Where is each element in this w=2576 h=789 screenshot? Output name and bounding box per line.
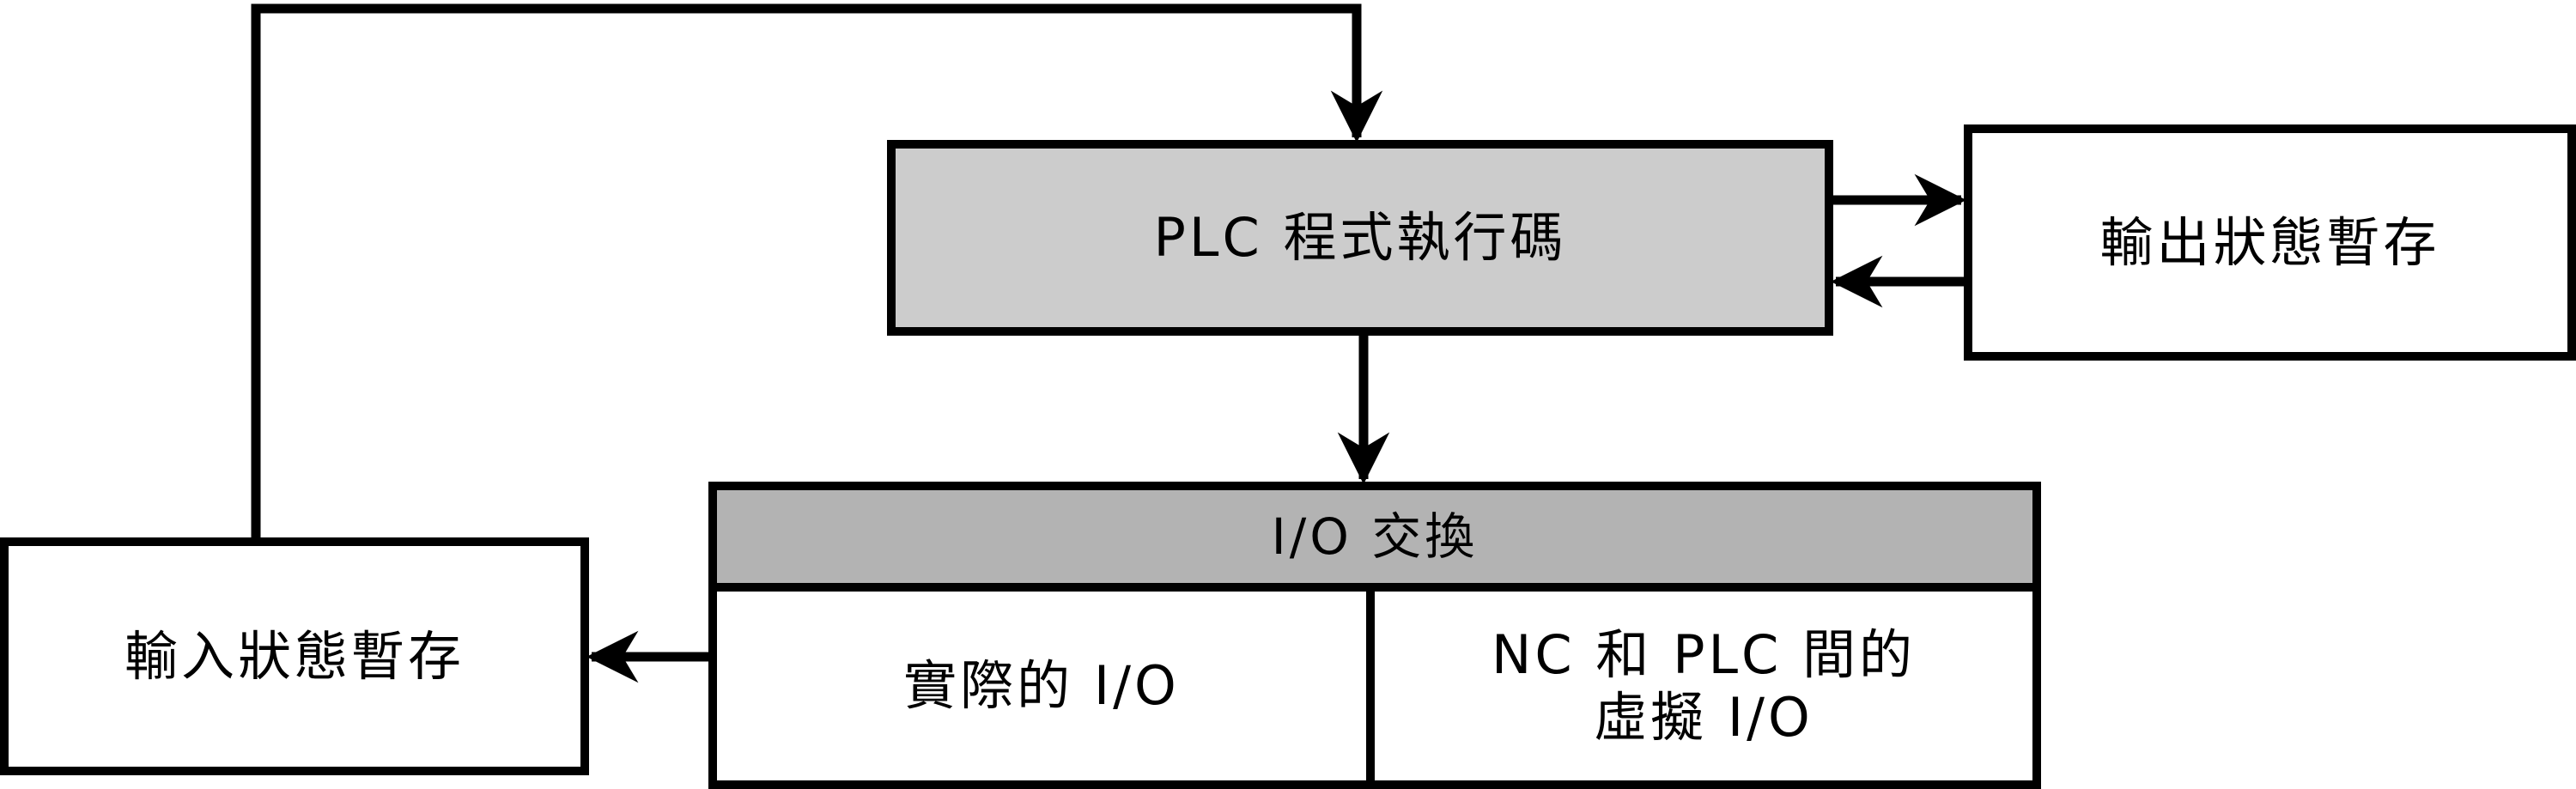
io-exchange-header: I/O 交換 <box>708 482 2041 592</box>
edge-input-to-plc <box>251 3 1383 537</box>
real-io-box: 實際的 I/O <box>708 583 1375 789</box>
plc-program-box: PLC 程式執行碼 <box>887 140 1833 336</box>
virtual-io-box: NC 和 PLC 間的 虛擬 I/O <box>1366 583 2041 789</box>
input-status-register-box: 輸入狀態暫存 <box>0 537 589 775</box>
output-status-register-box: 輸出狀態暫存 <box>1964 124 2576 361</box>
